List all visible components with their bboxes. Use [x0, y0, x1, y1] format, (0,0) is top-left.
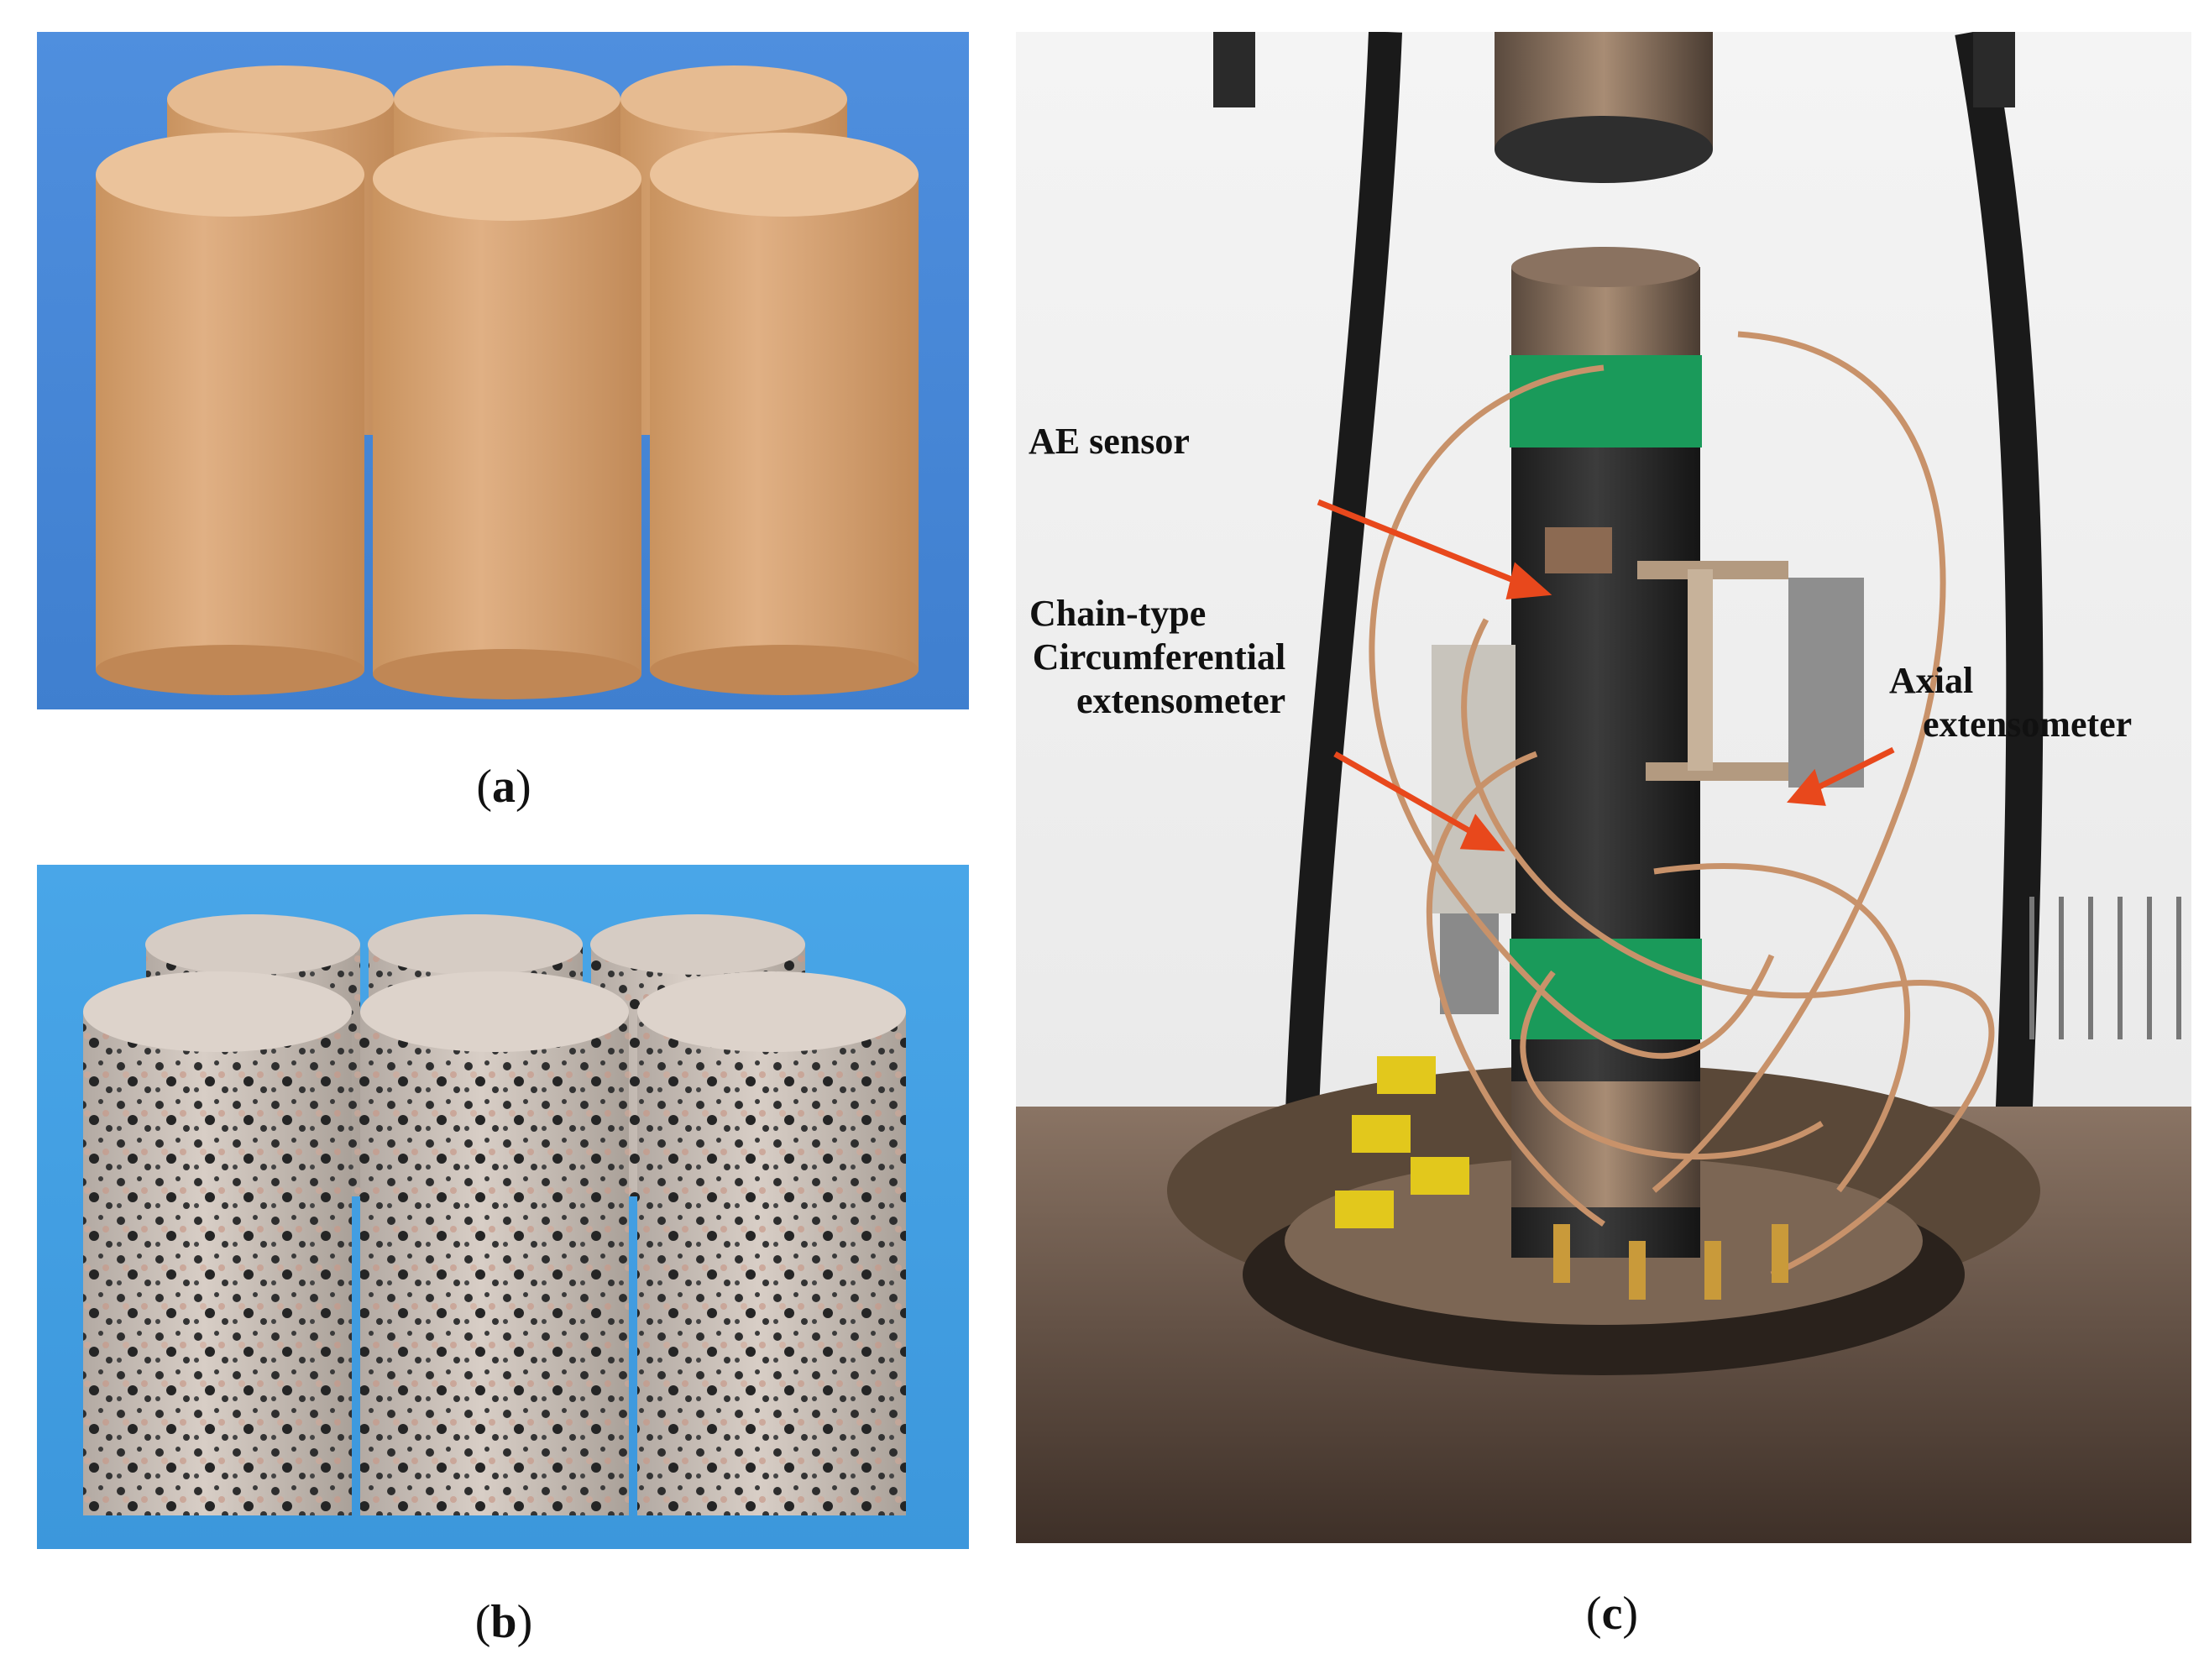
ae-sensor-label: AE sensor: [1029, 421, 1190, 462]
granite-specimens-photo: [37, 865, 969, 1549]
chain-extensometer-label: Chain-type Circumferential extensometer: [1029, 593, 1286, 721]
panel-b-caption: (b): [474, 1596, 533, 1648]
test-apparatus-photo: [1016, 32, 2191, 1543]
axial-extensometer-label: Axial extensometer: [1889, 660, 2133, 745]
panel-a-caption: (a): [476, 761, 531, 813]
sandstone-specimens-photo: [37, 32, 969, 709]
panel-c-caption: (c): [1585, 1588, 1639, 1640]
